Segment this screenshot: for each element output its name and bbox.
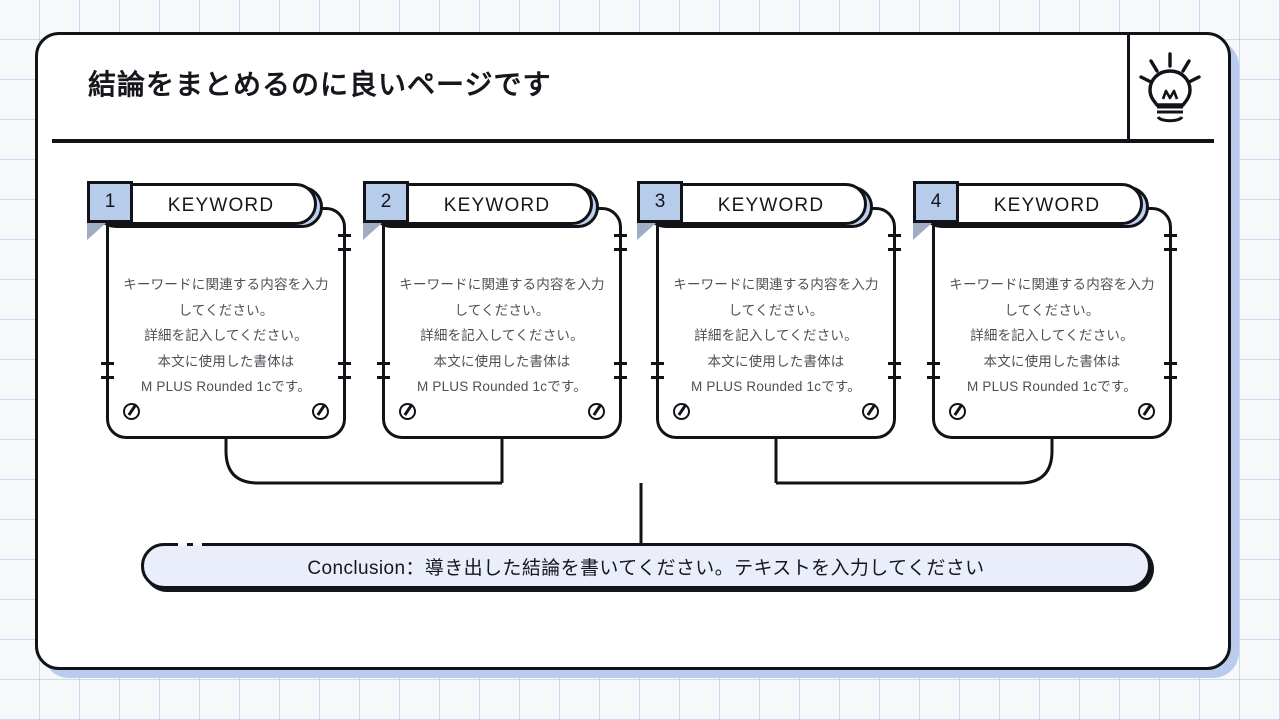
card-keyword-label: KEYWORD (717, 195, 825, 216)
card-keyword-label: KEYWORD (167, 195, 275, 216)
card-body-text: キーワードに関連する内容を入力してください。詳細を記入してください。本文に使用し… (123, 277, 329, 394)
keyword-card[interactable]: 2 KEYWORD キーワードに関連する内容を入力してください。詳細を記入してく… (363, 181, 627, 439)
card-body-text: キーワードに関連する内容を入力してください。詳細を記入してください。本文に使用し… (673, 277, 879, 394)
binder-hole-icon (949, 403, 966, 420)
binder-hole-icon (312, 403, 329, 420)
card-number-badge: 2 (363, 181, 409, 223)
binder-hole-icon (123, 403, 140, 420)
slide-header: 結論をまとめるのに良いページです (38, 35, 1228, 143)
conclusion-bar[interactable]: Conclusion：導き出した結論を書いてください。テキストを入力してください (141, 543, 1151, 589)
badge-fold-corner (637, 223, 656, 240)
card-number-badge: 3 (637, 181, 683, 223)
card-header-pill[interactable]: 2 KEYWORD (363, 181, 601, 240)
conclusion-dash (193, 543, 202, 546)
binder-hole-icon (862, 403, 879, 420)
card-number-badge: 4 (913, 181, 959, 223)
binder-hole-icon (1138, 403, 1155, 420)
card-header-pill[interactable]: 4 KEYWORD (913, 181, 1151, 240)
header-vertical-divider (1127, 35, 1130, 139)
card-body-text: キーワードに関連する内容を入力してください。詳細を記入してください。本文に使用し… (399, 277, 605, 394)
keyword-card[interactable]: 3 KEYWORD キーワードに関連する内容を入力してください。詳細を記入してく… (637, 181, 901, 439)
page-title: 結論をまとめるのに良いページです (88, 69, 552, 100)
badge-fold-corner (913, 223, 932, 240)
slide-frame: 結論をまとめるのに良いページです (35, 32, 1231, 670)
card-number-badge: 1 (87, 181, 133, 223)
binder-hole-icon (673, 403, 690, 420)
lightbulb-icon (1130, 39, 1210, 137)
card-body-text: キーワードに関連する内容を入力してください。詳細を記入してください。本文に使用し… (949, 277, 1155, 394)
keyword-card[interactable]: 4 KEYWORD キーワードに関連する内容を入力してください。詳細を記入してく… (913, 181, 1177, 439)
header-divider (52, 139, 1214, 143)
conclusion-dash (178, 543, 187, 546)
badge-fold-corner (363, 223, 382, 240)
badge-fold-corner (87, 223, 106, 240)
binder-hole-icon (588, 403, 605, 420)
card-keyword-label: KEYWORD (993, 195, 1101, 216)
card-header-pill[interactable]: 1 KEYWORD (87, 181, 325, 240)
card-header-pill[interactable]: 3 KEYWORD (637, 181, 875, 240)
keyword-card[interactable]: 1 KEYWORD キーワードに関連する内容を入力してください。詳細を記入してく… (87, 181, 351, 439)
binder-hole-icon (399, 403, 416, 420)
card-keyword-label: KEYWORD (443, 195, 551, 216)
